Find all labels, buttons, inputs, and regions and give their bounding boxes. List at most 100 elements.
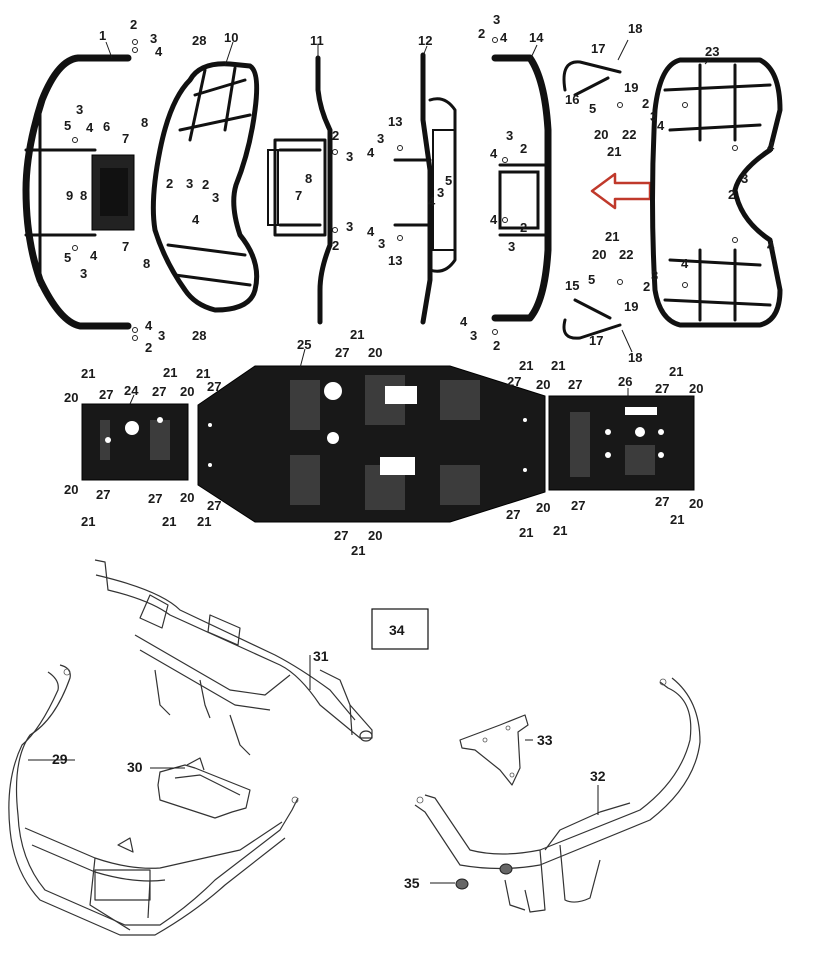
label-12: 12: [418, 33, 432, 48]
label-2d: 2: [202, 177, 209, 192]
label-3m: 3: [506, 128, 513, 143]
label-26: 26: [618, 374, 632, 389]
label-15: 15: [565, 278, 579, 293]
label-21k: 21: [519, 358, 533, 373]
label-4n: 4: [767, 139, 775, 154]
label-27g: 27: [207, 498, 221, 513]
label-4j: 4: [490, 146, 498, 161]
rear-frame-part-31: [94, 559, 373, 756]
label-27: 27: [335, 345, 349, 360]
label-3b: 3: [76, 102, 83, 117]
label-5e: 5: [588, 272, 595, 287]
label-20g: 20: [180, 490, 194, 505]
label-19b: 19: [624, 299, 638, 314]
front-bumper-part-29: [8, 664, 299, 936]
frame-part-11: [267, 55, 333, 325]
label-7b: 7: [122, 239, 129, 254]
label-7c: 7: [295, 188, 302, 203]
label-16: 16: [565, 92, 579, 107]
label-27f: 27: [148, 491, 162, 506]
label-21e: 21: [163, 365, 177, 380]
label-4l: 4: [460, 314, 468, 329]
label-18: 18: [628, 21, 642, 36]
label-21b: 21: [605, 229, 619, 244]
front-frame-part-32: [414, 677, 701, 913]
label-3d: 3: [158, 328, 165, 343]
label-35: 35: [404, 875, 420, 891]
label-3o: 3: [470, 328, 477, 343]
label-4p: 4: [681, 256, 689, 271]
label-2b: 2: [145, 340, 152, 355]
label-20i: 20: [536, 377, 550, 392]
label-4m: 4: [657, 118, 665, 133]
label-20l: 20: [689, 496, 703, 511]
label-28: 28: [192, 33, 206, 48]
label-3q: 3: [741, 171, 748, 186]
handle-part-15: [562, 298, 622, 340]
label-2f: 2: [332, 238, 339, 253]
label-27k: 27: [655, 381, 669, 396]
label-2l: 2: [728, 187, 735, 202]
label-3l: 3: [493, 12, 500, 27]
leader-lines: [28, 41, 712, 884]
label-13b: 13: [388, 253, 402, 268]
label-3: 3: [150, 31, 157, 46]
label-17b: 17: [589, 333, 603, 348]
label-20d: 20: [64, 390, 78, 405]
label-2j: 2: [493, 338, 500, 353]
bracket-part-33: [459, 714, 529, 786]
label-21f: 21: [196, 366, 210, 381]
label-3e: 3: [186, 176, 193, 191]
label-4b: 4: [86, 120, 94, 135]
label-20h: 20: [368, 528, 382, 543]
nut-part-35: [455, 863, 513, 890]
label-19: 19: [624, 80, 638, 95]
label-20k: 20: [536, 500, 550, 515]
label-27c: 27: [152, 384, 166, 399]
label-31: 31: [313, 648, 329, 664]
label-21g: 21: [81, 514, 95, 529]
label-21c: 21: [350, 327, 364, 342]
label-27i: 27: [507, 374, 521, 389]
label-21l: 21: [551, 358, 565, 373]
label-27b: 27: [99, 387, 113, 402]
label-13: 13: [388, 114, 402, 129]
label-23: 23: [705, 44, 719, 59]
label-9: 9: [66, 188, 73, 203]
label-2e: 2: [332, 128, 339, 143]
label-21: 21: [607, 144, 621, 159]
label-3c: 3: [80, 266, 87, 281]
label-24: 24: [124, 383, 139, 398]
label-3j: 3: [437, 185, 444, 200]
skid-plate-part-25: [197, 365, 546, 523]
label-3g: 3: [346, 149, 353, 164]
label-22b: 22: [619, 247, 633, 262]
label-3n: 3: [508, 239, 515, 254]
label-17: 17: [591, 41, 605, 56]
label-3h: 3: [346, 219, 353, 234]
frame-part-12: [393, 52, 457, 325]
rear-rack-part-23: [650, 57, 783, 328]
label-3k: 3: [378, 236, 385, 251]
handle-part-16: [562, 60, 622, 97]
label-14: 14: [529, 30, 544, 45]
label-21o: 21: [553, 523, 567, 538]
label-4e: 4: [192, 212, 200, 227]
label-5c: 5: [445, 173, 452, 188]
label-4h: 4: [367, 224, 375, 239]
label-5: 5: [64, 118, 71, 133]
label-21n: 21: [519, 525, 533, 540]
label-4k: 4: [490, 212, 498, 227]
label-20b: 20: [592, 247, 606, 262]
label-8c: 8: [143, 256, 150, 271]
label-20f: 20: [64, 482, 78, 497]
label-20: 20: [594, 127, 608, 142]
label-34: 34: [389, 622, 405, 638]
label-7: 7: [122, 131, 129, 146]
rear-rack-part-10: [150, 61, 260, 313]
label-11: 11: [310, 33, 324, 48]
label-2h: 2: [520, 141, 527, 156]
label-18b: 18: [628, 350, 642, 365]
label-22: 22: [622, 127, 636, 142]
